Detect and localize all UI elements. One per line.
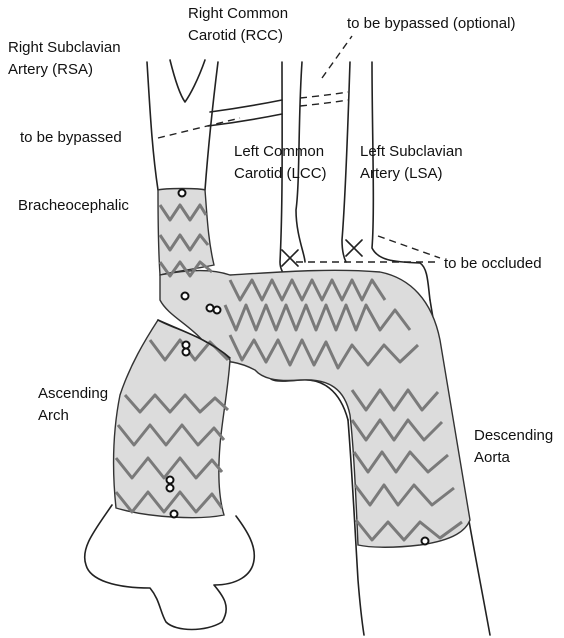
optional-bypass-leader xyxy=(322,36,352,78)
rsa-vessel-left-wall xyxy=(147,62,158,190)
ascending-label-line1: Ascending xyxy=(38,384,108,404)
occluded-leader-lsa xyxy=(378,236,440,258)
optional-bypass-dash xyxy=(300,92,348,98)
bypass-channel-lower xyxy=(208,114,282,126)
descending-label-line2: Aorta xyxy=(474,448,510,468)
aortic-root-outline xyxy=(85,505,255,630)
lcc-label-line1: Left Common xyxy=(234,142,324,162)
lcc-occlusion-cross xyxy=(282,250,298,266)
bypass-channel xyxy=(210,100,282,112)
rcc-label-line2: Carotid (RCC) xyxy=(188,26,283,46)
radiopaque-marker xyxy=(422,538,429,545)
rsa-rcc-fork xyxy=(170,60,205,102)
optional-bypass-dash xyxy=(300,100,348,106)
lsa-occlusion-cross xyxy=(346,240,362,256)
bypassed-leader xyxy=(158,118,240,138)
lsa-label-line2: Artery (LSA) xyxy=(360,164,443,184)
radiopaque-marker xyxy=(179,190,186,197)
bypass-optional-label: to be bypassed (optional) xyxy=(347,14,515,34)
occluded-label: to be occluded xyxy=(444,254,542,274)
lcc-label-line2: Carotid (LCC) xyxy=(234,164,327,184)
radiopaque-marker xyxy=(171,511,178,518)
radiopaque-marker xyxy=(183,342,190,349)
radiopaque-marker xyxy=(182,293,189,300)
radiopaque-marker xyxy=(207,305,214,312)
rsa-label-line1: Right Subclavian xyxy=(8,38,121,58)
radiopaque-marker xyxy=(214,307,221,314)
ascending-label-line2: Arch xyxy=(38,406,69,426)
bracheocephalic-stent-graft xyxy=(158,189,214,276)
lcc-vessel-right-wall xyxy=(296,62,305,262)
descending-label-line1: Descending xyxy=(474,426,553,446)
rcc-label-line1: Right Common xyxy=(188,4,288,24)
bracheocephalic-label: Bracheocephalic xyxy=(18,196,129,216)
bypassed-label: to be bypassed xyxy=(20,128,122,148)
lsa-vessel-left-wall xyxy=(342,62,350,262)
radiopaque-marker xyxy=(183,349,190,356)
rsa-label-line2: Artery (RSA) xyxy=(8,60,93,80)
lsa-label-line1: Left Subclavian xyxy=(360,142,463,162)
radiopaque-marker xyxy=(167,485,174,492)
radiopaque-marker xyxy=(167,477,174,484)
